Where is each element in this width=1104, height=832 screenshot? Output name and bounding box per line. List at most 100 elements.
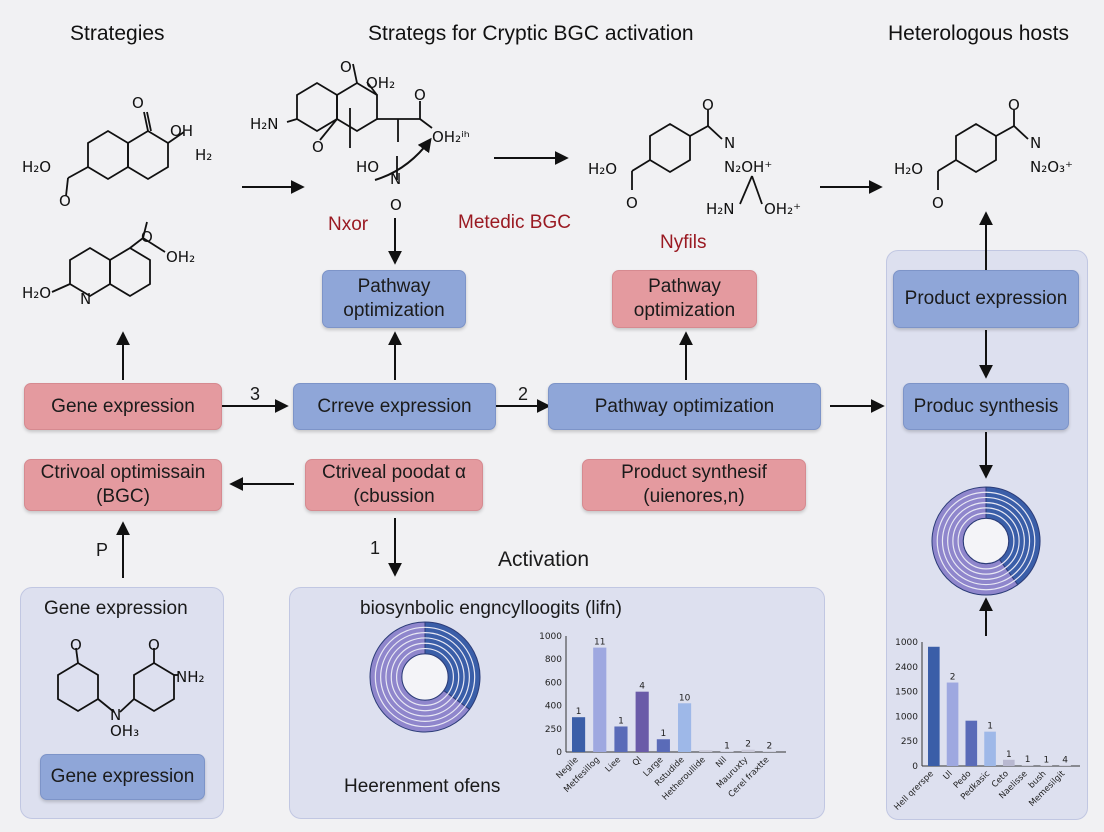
x-tick-label: Nil — [714, 755, 729, 770]
bar — [635, 691, 649, 752]
atom-label: H₂N — [706, 200, 735, 218]
y-tick-label: 600 — [545, 678, 562, 688]
atom-label: OH₃ — [110, 722, 140, 740]
donut-chart-center — [369, 621, 481, 733]
gene-expression-panel-title: Gene expression — [44, 598, 188, 619]
atom-label: O — [414, 86, 426, 104]
donut-ring — [390, 642, 460, 712]
donut-ring — [947, 502, 1025, 580]
pathway-optimization-wide-box[interactable]: Pathway optimization — [548, 383, 821, 430]
bar-data-label: 1 — [576, 707, 582, 717]
y-tick-label: 400 — [545, 702, 562, 712]
donut-ring — [941, 496, 1031, 586]
bar-data-label: 4 — [1062, 755, 1068, 765]
atom-label: O — [148, 636, 160, 654]
activation-heading: Activation — [498, 548, 590, 571]
header-heterologous-hosts: Heterologous hosts — [888, 22, 1069, 45]
atom-label: N — [1030, 134, 1042, 152]
y-tick-label: 250 — [545, 725, 562, 735]
produc-synthesis-box[interactable]: Produc synthesis — [903, 383, 1069, 430]
atom-label: OH₂⁺ — [764, 200, 802, 218]
atom-label: OH — [170, 122, 194, 140]
atom-label: O — [70, 636, 82, 654]
bar — [1040, 765, 1053, 766]
bar — [984, 731, 996, 766]
bar — [928, 646, 940, 766]
y-tick-label: 250 — [901, 737, 918, 747]
product-synthesif-box[interactable]: Product synthesif (uienores,n) — [582, 459, 806, 511]
x-tick-label: Hell qrerspe — [892, 769, 936, 813]
bar — [946, 682, 959, 766]
bar — [762, 751, 776, 752]
atom-label: O — [626, 194, 638, 212]
crreve-expression-box[interactable]: Crreve expression — [293, 383, 496, 430]
atom-label: OH₂ — [366, 74, 396, 92]
bar-data-label: 1 — [1043, 755, 1049, 765]
step-number-1: 1 — [370, 538, 381, 558]
bar — [741, 749, 755, 752]
atom-label: O — [312, 138, 324, 156]
bar — [593, 647, 607, 752]
bar — [965, 720, 978, 766]
donut-ring — [957, 512, 1015, 570]
bar-data-label: 1 — [1006, 750, 1012, 760]
step-number-2: 2 — [518, 384, 529, 404]
bar-data-label: 1 — [987, 722, 993, 732]
y-tick-label: 1000 — [895, 638, 918, 648]
ctriveal-poodat-box[interactable]: Ctriveal poodat α (cbussion — [305, 459, 483, 511]
label-metedic-bgc: Metedic BGC — [458, 212, 571, 233]
atom-label: N — [110, 706, 122, 724]
atom-label: H₂O — [22, 284, 52, 302]
bar-data-label: 2 — [950, 673, 956, 683]
product-expression-box[interactable]: Product expression — [893, 270, 1079, 328]
donut-ring — [380, 632, 470, 722]
header-center: Strategs for Cryptic BGC activation — [368, 22, 694, 45]
y-tick-label: 800 — [545, 655, 562, 665]
bar — [1021, 765, 1034, 766]
atom-label: O — [141, 228, 153, 246]
donut-hole — [962, 517, 1010, 565]
pathway-optimization-box-2[interactable]: Pathway optimization — [612, 270, 757, 328]
gene-expression-inner-box[interactable]: Gene expression — [40, 754, 205, 800]
atom-label: NH₂ — [176, 668, 205, 686]
atom-label: H₂O — [588, 160, 618, 178]
y-tick-label: 0 — [912, 762, 918, 772]
bar — [1003, 759, 1015, 766]
atom-label: HO — [356, 158, 380, 176]
atom-label: H₂ — [195, 146, 213, 164]
atom-label: O — [59, 192, 71, 210]
atom-label: H₂N — [250, 115, 279, 133]
x-tick-label: Ql — [631, 755, 644, 768]
atom-label: O — [702, 96, 714, 114]
step-number-3: 3 — [250, 384, 261, 404]
y-tick-label: 1000 — [539, 632, 562, 642]
atom-label: O — [132, 94, 144, 112]
atom-label: N₂O₃⁺ — [1030, 158, 1073, 176]
y-tick-label: 2400 — [895, 663, 918, 673]
x-tick-label: Ul — [942, 769, 955, 782]
activation-panel-footer: Heerenment ofens — [344, 776, 501, 797]
bar-chart-center: 025040060080010001Negile11Metfesillog1Li… — [539, 632, 786, 803]
gene-expression-box[interactable]: Gene expression — [24, 383, 222, 430]
donut-ring — [395, 647, 455, 707]
donut-chart-right — [931, 486, 1041, 596]
activation-panel-title: biosynbolic engncylloogits (lifn) — [360, 598, 622, 619]
bar — [678, 703, 692, 752]
atom-label: N₂OH⁺ — [724, 158, 773, 176]
atom-label: N — [724, 134, 736, 152]
bar-data-label: 11 — [594, 638, 605, 648]
header-strategies: Strategies — [70, 22, 165, 45]
bar — [1059, 765, 1071, 766]
ctrivoal-optimissain-box[interactable]: Ctrivoal optimissain (BGC) — [24, 459, 222, 511]
bar-data-label: 1 — [618, 716, 624, 726]
label-nxor: Nxor — [328, 214, 369, 235]
atom-label: H₂O — [22, 158, 52, 176]
bar — [720, 751, 734, 752]
atom-label: O — [340, 58, 352, 76]
bar-data-label: 4 — [639, 682, 645, 692]
pathway-optimization-box-1[interactable]: Pathway optimization — [322, 270, 466, 328]
atom-label: O — [1008, 96, 1020, 114]
